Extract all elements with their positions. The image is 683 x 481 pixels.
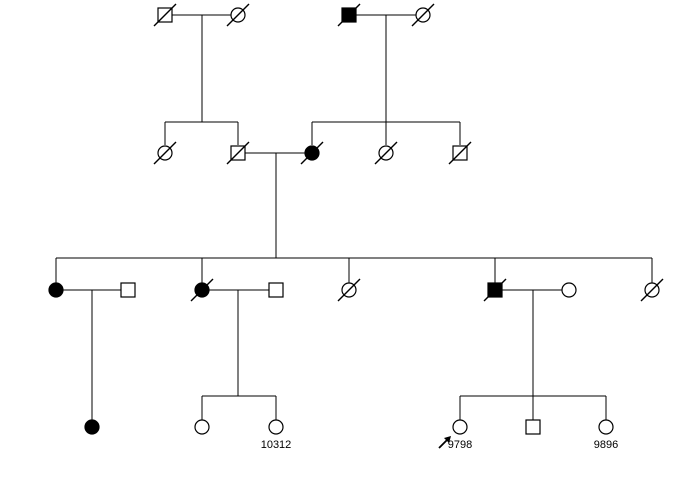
deceased-slash-icon bbox=[411, 3, 435, 27]
individual-g4-child-1 bbox=[84, 419, 100, 435]
male-square-icon bbox=[120, 282, 136, 298]
individual-g4-child-3 bbox=[268, 419, 284, 435]
individual-g3-daughter-2 bbox=[190, 278, 214, 302]
affected-female-circle-icon bbox=[84, 419, 100, 435]
individual-g3-spouse-2 bbox=[268, 282, 284, 298]
deceased-slash-icon bbox=[226, 3, 250, 27]
individual-id-label: 9798 bbox=[448, 439, 472, 451]
individual-g1-maternal-grandmother bbox=[411, 3, 435, 27]
deceased-slash-icon bbox=[153, 141, 177, 165]
female-circle-icon bbox=[561, 282, 577, 298]
individual-labels: 10312 9798 9896 bbox=[261, 439, 619, 451]
female-circle-icon bbox=[452, 419, 468, 435]
deceased-slash-icon bbox=[483, 278, 507, 302]
relationship-lines bbox=[55, 14, 653, 420]
male-square-icon bbox=[268, 282, 284, 298]
male-square-icon bbox=[525, 419, 541, 435]
deceased-slash-icon bbox=[337, 278, 361, 302]
individual-g2-mother bbox=[300, 141, 324, 165]
deceased-slash-icon bbox=[300, 141, 324, 165]
individual-id-label: 9896 bbox=[594, 439, 618, 451]
individual-symbols bbox=[48, 3, 664, 449]
deceased-slash-icon bbox=[640, 278, 664, 302]
female-circle-icon bbox=[598, 419, 614, 435]
individual-g2-father bbox=[226, 141, 250, 165]
female-circle-icon bbox=[268, 419, 284, 435]
individual-g2-maternal-aunt bbox=[374, 141, 398, 165]
individual-g1-maternal-grandfather bbox=[337, 3, 361, 27]
individual-g4-child-5 bbox=[525, 419, 541, 435]
individual-g1-paternal-grandfather bbox=[153, 3, 177, 27]
individual-g3-spouse-3 bbox=[561, 282, 577, 298]
deceased-slash-icon bbox=[448, 141, 472, 165]
individual-g3-son bbox=[483, 278, 507, 302]
individual-g4-proband bbox=[438, 419, 468, 449]
deceased-slash-icon bbox=[374, 141, 398, 165]
deceased-slash-icon bbox=[153, 3, 177, 27]
individual-id-label: 10312 bbox=[261, 439, 292, 451]
individual-g4-child-6 bbox=[598, 419, 614, 435]
individual-g3-daughter-4 bbox=[640, 278, 664, 302]
individual-g3-daughter-3 bbox=[337, 278, 361, 302]
proband-arrow-icon bbox=[438, 436, 451, 449]
deceased-slash-icon bbox=[226, 141, 250, 165]
individual-g2-paternal-aunt bbox=[153, 141, 177, 165]
individual-g4-child-2 bbox=[194, 419, 210, 435]
individual-g3-daughter-1 bbox=[48, 282, 64, 298]
individual-g1-paternal-grandmother bbox=[226, 3, 250, 27]
deceased-slash-icon bbox=[190, 278, 214, 302]
female-circle-icon bbox=[194, 419, 210, 435]
affected-female-circle-icon bbox=[48, 282, 64, 298]
individual-g2-maternal-uncle bbox=[448, 141, 472, 165]
individual-g3-spouse-1 bbox=[120, 282, 136, 298]
deceased-slash-icon bbox=[337, 3, 361, 27]
